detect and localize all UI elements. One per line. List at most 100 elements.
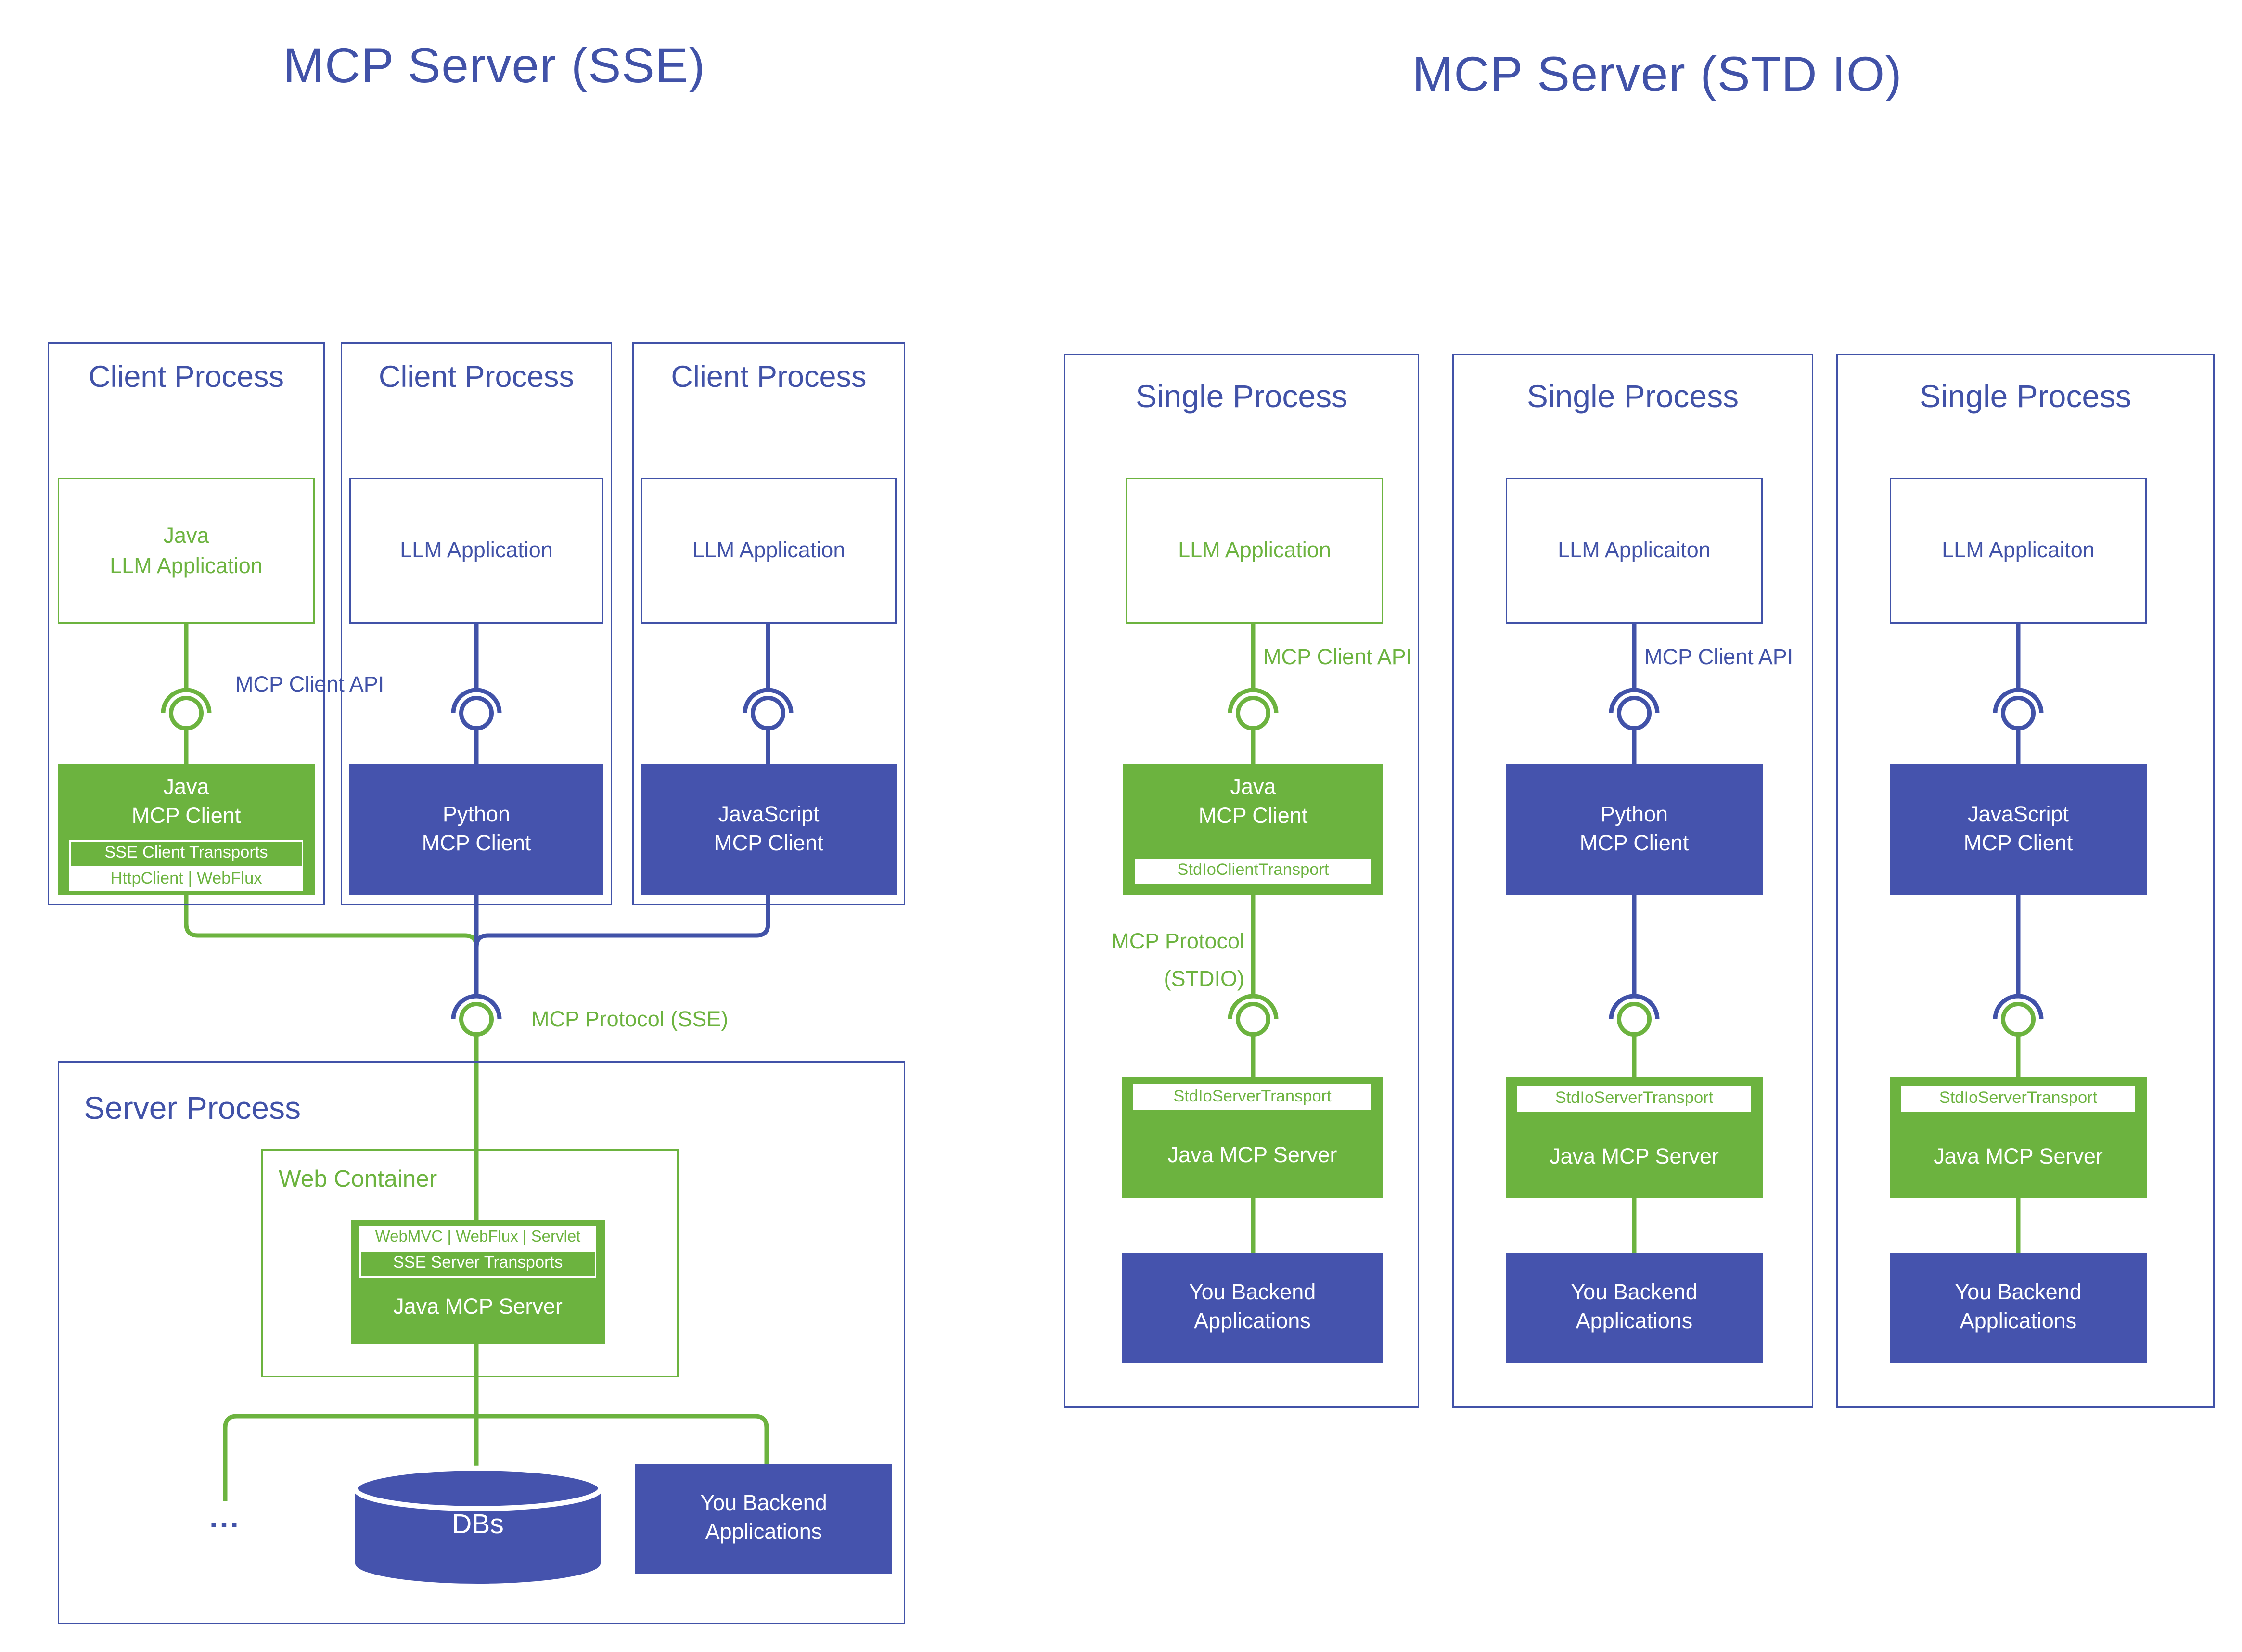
stdio-client-transport-strip: StdIoClientTransport xyxy=(1135,859,1371,884)
mcp-client-line: Java xyxy=(163,775,209,800)
interface-arc-icon xyxy=(161,688,212,714)
httpclient-webflux-strip: HttpClient | WebFlux xyxy=(69,868,303,891)
left-diagram-title: MCP Server (SSE) xyxy=(283,39,706,94)
llm-application-line: LLM Application xyxy=(110,553,263,578)
client-process-2-label: Client Process xyxy=(378,361,575,394)
sse-client-transports-strip: SSE Client Transports xyxy=(69,840,303,868)
mcp-client-line: MCP Client xyxy=(131,804,241,829)
llm-application-box: LLM Application xyxy=(1126,478,1383,624)
stdio-server-transport-strip: StdIoServerTransport xyxy=(1901,1086,2135,1112)
interface-arc-icon xyxy=(451,994,502,1020)
backend-line: Applications xyxy=(1960,1309,2077,1334)
mcp-client-line: Java xyxy=(1230,775,1276,800)
web-container-label: Web Container xyxy=(279,1166,437,1192)
dbs-label: DBs xyxy=(452,1510,504,1540)
backend-line: Applications xyxy=(1194,1309,1311,1334)
backend-line: You Backend xyxy=(1955,1281,2082,1305)
java-mcp-server-label: Java MCP Server xyxy=(1934,1145,2103,1169)
python-mcp-client-box: Python MCP Client xyxy=(1506,764,1763,895)
database-cylinder-icon xyxy=(355,1488,601,1584)
backend-line: You Backend xyxy=(700,1491,827,1516)
backend-applications-box: You Backend Applications xyxy=(1122,1253,1383,1363)
interface-arc-icon xyxy=(1228,994,1279,1020)
javascript-mcp-client-box: JavaScript MCP Client xyxy=(641,764,897,895)
llm-application-box: LLM Application xyxy=(349,478,603,624)
sse-server-transports-strip: SSE Server Transports xyxy=(359,1250,596,1278)
llm-application-line: LLM Application xyxy=(692,538,846,563)
client-process-2 xyxy=(341,342,612,905)
client-process-3-label: Client Process xyxy=(671,361,867,394)
interface-arc-icon xyxy=(1993,994,2044,1020)
java-mcp-server-box: StdIoServerTransport Java MCP Server xyxy=(1122,1077,1383,1198)
interface-arc-icon xyxy=(1993,688,2044,714)
java-mcp-client-box: Java MCP Client SSE Client Transports Ht… xyxy=(58,764,315,895)
client-process-1-label: Client Process xyxy=(88,361,284,394)
mcp-client-line: Python xyxy=(1600,802,1668,827)
backend-line: Applications xyxy=(1576,1309,1693,1334)
single-process-2 xyxy=(1452,354,1813,1408)
protocol-label-line: MCP Protocol xyxy=(1111,930,1244,954)
java-mcp-client-box: Java MCP Client StdIoClientTransport xyxy=(1123,764,1383,895)
java-mcp-server-label: Java MCP Server xyxy=(393,1295,563,1319)
interface-arc-icon xyxy=(1609,688,1660,714)
java-mcp-server-box: StdIoServerTransport Java MCP Server xyxy=(1506,1077,1763,1198)
web-container-box xyxy=(261,1149,679,1377)
more-targets-ellipsis: ... xyxy=(209,1498,241,1535)
llm-application-line: Java xyxy=(163,523,209,548)
mcp-client-line: MCP Client xyxy=(422,831,531,856)
llm-application-line: LLM Application xyxy=(400,538,553,563)
java-mcp-server-box: WebMVC | WebFlux | Servlet SSE Server Tr… xyxy=(351,1220,605,1344)
mcp-client-line: MCP Client xyxy=(1963,831,2073,856)
server-process-label: Server Process xyxy=(84,1090,301,1126)
llm-application-box: Java LLM Application xyxy=(58,478,315,624)
javascript-mcp-client-box: JavaScript MCP Client xyxy=(1890,764,2147,895)
java-mcp-server-box: StdIoServerTransport Java MCP Server xyxy=(1890,1077,2147,1198)
llm-application-box: LLM Applicaiton xyxy=(1506,478,1763,624)
backend-line: You Backend xyxy=(1189,1281,1316,1305)
mcp-client-line: MCP Client xyxy=(1198,804,1308,829)
llm-application-line: LLM Application xyxy=(1178,538,1331,563)
interface-arc-icon xyxy=(743,688,794,714)
mcp-client-line: JavaScript xyxy=(718,802,820,827)
backend-applications-box: You Backend Applications xyxy=(1506,1253,1763,1363)
server-process-box xyxy=(58,1061,905,1624)
mcp-client-line: Python xyxy=(442,802,511,827)
webmvc-webflux-servlet-strip: WebMVC | WebFlux | Servlet xyxy=(359,1226,596,1250)
backend-line: Applications xyxy=(705,1520,822,1545)
stdio-server-transport-strip: StdIoServerTransport xyxy=(1517,1086,1751,1112)
python-mcp-client-box: Python MCP Client xyxy=(349,764,603,895)
interface-arc-icon xyxy=(1228,688,1279,714)
single-process-2-label: Single Process xyxy=(1526,378,1739,414)
right-diagram-title: MCP Server (STD IO) xyxy=(1412,48,1903,102)
java-mcp-server-label: Java MCP Server xyxy=(1167,1143,1337,1168)
llm-application-box: LLM Applicaiton xyxy=(1890,478,2147,624)
connector-server-branches xyxy=(223,1414,769,1501)
database-cylinder-top-icon xyxy=(352,1465,603,1511)
mcp-protocol-sse-label: MCP Protocol (SSE) xyxy=(531,1008,729,1032)
interface-arc-icon xyxy=(451,688,502,714)
mcp-client-line: MCP Client xyxy=(714,831,823,856)
interface-arc-icon xyxy=(1609,994,1660,1020)
llm-application-box: LLM Application xyxy=(641,478,897,624)
mcp-client-api-label: MCP Client API xyxy=(235,673,384,697)
single-process-3-label: Single Process xyxy=(1919,378,2132,414)
single-process-1-label: Single Process xyxy=(1135,378,1348,414)
client-process-1 xyxy=(48,342,325,905)
protocol-label-line: (STDIO) xyxy=(1164,967,1244,992)
interface-circle-icon xyxy=(459,1002,494,1037)
mcp-client-line: JavaScript xyxy=(1967,802,2069,827)
mcp-client-line: MCP Client xyxy=(1579,831,1689,856)
mcp-client-api-label: MCP Client API xyxy=(1263,645,1412,670)
mcp-protocol-stdio-label: MCP Protocol (STDIO) xyxy=(1080,924,1244,999)
llm-application-line: LLM Applicaiton xyxy=(1942,538,2095,563)
llm-application-line: LLM Applicaiton xyxy=(1558,538,1711,563)
backend-applications-box: You Backend Applications xyxy=(1890,1253,2147,1363)
backend-line: You Backend xyxy=(1571,1281,1698,1305)
mcp-client-api-label: MCP Client API xyxy=(1644,645,1794,670)
java-mcp-server-label: Java MCP Server xyxy=(1550,1145,1719,1169)
backend-applications-box: You Backend Applications xyxy=(635,1464,892,1574)
client-process-3 xyxy=(632,342,905,905)
single-process-1 xyxy=(1064,354,1419,1408)
